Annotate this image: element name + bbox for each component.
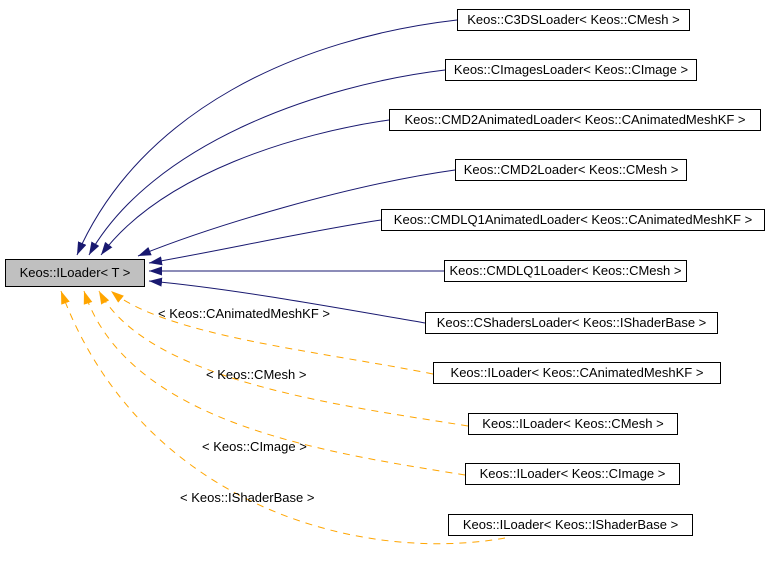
edge-inheritance-cmdlq1animatedloader	[148, 219, 382, 266]
edge-inheritance-cimagesloader	[88, 69, 446, 256]
edge-template-cmesh	[98, 290, 469, 427]
node-keos-iloader-cmesh[interactable]: Keos::ILoader< Keos::CMesh >	[468, 413, 678, 435]
node-keos-cmdlq1animatedloader[interactable]: Keos::CMDLQ1AnimatedLoader< Keos::CAnima…	[381, 209, 765, 231]
edge-inheritance-cshadersloader	[148, 277, 426, 324]
edge-template-ishaderbase	[60, 290, 506, 545]
edge-label-cmesh: < Keos::CMesh >	[206, 367, 307, 382]
node-keos-iloader-ishaderbase[interactable]: Keos::ILoader< Keos::IShaderBase >	[448, 514, 693, 536]
node-keos-cimagesloader[interactable]: Keos::CImagesLoader< Keos::CImage >	[445, 59, 697, 81]
edge-template-canimatedmeshkf	[110, 290, 434, 375]
node-keos-cmd2animatedloader[interactable]: Keos::CMD2AnimatedLoader< Keos::CAnimate…	[389, 109, 761, 131]
node-keos-cmdlq1loader[interactable]: Keos::CMDLQ1Loader< Keos::CMesh >	[444, 260, 687, 282]
edge-label-canimatedmeshkf: < Keos::CAnimatedMeshKF >	[158, 306, 330, 321]
node-keos-iloader-cimage[interactable]: Keos::ILoader< Keos::CImage >	[465, 463, 680, 485]
node-keos-iloader-t: Keos::ILoader< T >	[5, 259, 145, 287]
node-keos-cshadersloader[interactable]: Keos::CShadersLoader< Keos::IShaderBase …	[425, 312, 718, 334]
edge-label-ishaderbase: < Keos::IShaderBase >	[180, 490, 315, 505]
edge-inheritance-cmd2loader	[137, 169, 456, 257]
edge-inheritance-c3dsloader	[76, 19, 458, 256]
node-keos-iloader-canimatedmeshkf[interactable]: Keos::ILoader< Keos::CAnimatedMeshKF >	[433, 362, 721, 384]
node-keos-cmd2loader[interactable]: Keos::CMD2Loader< Keos::CMesh >	[455, 159, 687, 181]
edge-inheritance-cmd2animatedloader	[100, 119, 390, 256]
node-keos-c3dsloader[interactable]: Keos::C3DSLoader< Keos::CMesh >	[457, 9, 690, 31]
edge-label-cimage: < Keos::CImage >	[202, 439, 307, 454]
